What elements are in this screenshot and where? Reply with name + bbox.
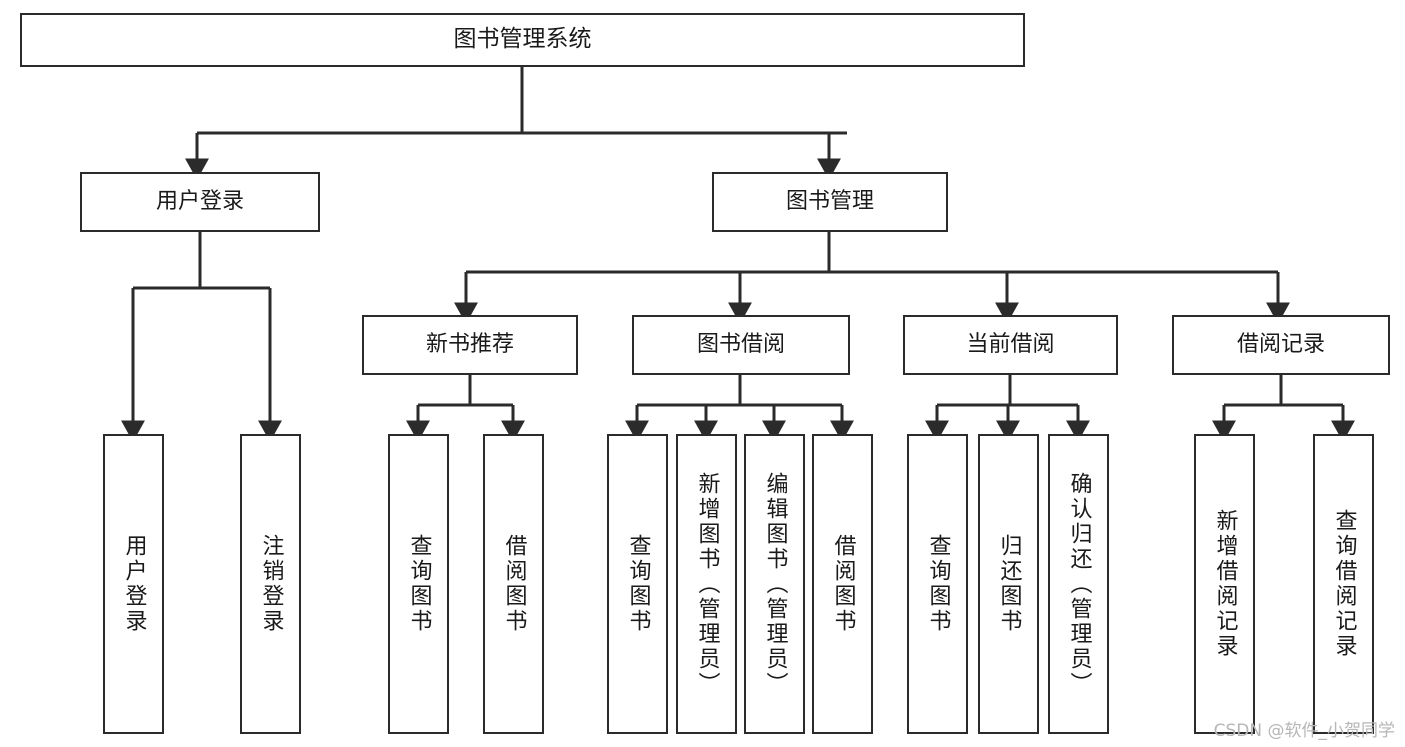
node-label: 新书推荐 [425,332,514,358]
node-new-book-recommend[interactable]: 新书推荐 [362,315,578,375]
node-label: 新增图书（管理员） [694,471,720,697]
node-label: 确认归还（管理员） [1066,471,1092,697]
node-label: 查询图书 [925,534,951,634]
node-label: 借阅图书 [501,534,527,634]
node-label: 编辑图书（管理员） [762,471,788,697]
node-book-borrow[interactable]: 图书借阅 [632,315,850,375]
node-leaf-query-book-recommend[interactable]: 查询图书 [388,434,449,734]
node-leaf-query-book-borrow[interactable]: 查询图书 [607,434,668,734]
node-label: 新增借阅记录 [1212,509,1238,659]
node-user-login[interactable]: 用户登录 [80,172,320,232]
node-label: 图书借阅 [696,332,785,358]
node-leaf-confirm-return[interactable]: 确认归还（管理员） [1048,434,1109,734]
node-label: 当前借阅 [966,332,1055,358]
node-leaf-add-borrow-record[interactable]: 新增借阅记录 [1194,434,1255,734]
node-leaf-user-login[interactable]: 用户登录 [103,434,164,734]
node-label: 查询图书 [406,534,432,634]
node-label: 归还图书 [996,534,1022,634]
node-label: 借阅记录 [1236,332,1325,358]
node-label: 注销登录 [258,534,284,634]
node-leaf-query-borrow-record[interactable]: 查询借阅记录 [1313,434,1374,734]
node-book-manage[interactable]: 图书管理 [712,172,948,232]
node-borrow-record[interactable]: 借阅记录 [1172,315,1390,375]
node-leaf-user-logout[interactable]: 注销登录 [240,434,301,734]
watermark: CSDN @软件_小贺同学 [1213,721,1395,741]
node-label: 图书管理 [785,189,874,215]
node-leaf-query-book-current[interactable]: 查询图书 [907,434,968,734]
node-leaf-borrow-book[interactable]: 借阅图书 [812,434,873,734]
node-root-system[interactable]: 图书管理系统 [20,13,1025,67]
node-label: 用户登录 [121,534,147,634]
node-label: 查询图书 [625,534,651,634]
node-leaf-add-book[interactable]: 新增图书（管理员） [676,434,737,734]
node-leaf-edit-book[interactable]: 编辑图书（管理员） [744,434,805,734]
node-current-borrow[interactable]: 当前借阅 [903,315,1118,375]
node-leaf-borrow-book-recommend[interactable]: 借阅图书 [483,434,544,734]
node-label: 查询借阅记录 [1331,509,1357,659]
node-label: 借阅图书 [830,534,856,634]
node-label: 用户登录 [155,189,244,215]
node-leaf-return-book[interactable]: 归还图书 [978,434,1039,734]
node-label: 图书管理系统 [453,26,592,53]
